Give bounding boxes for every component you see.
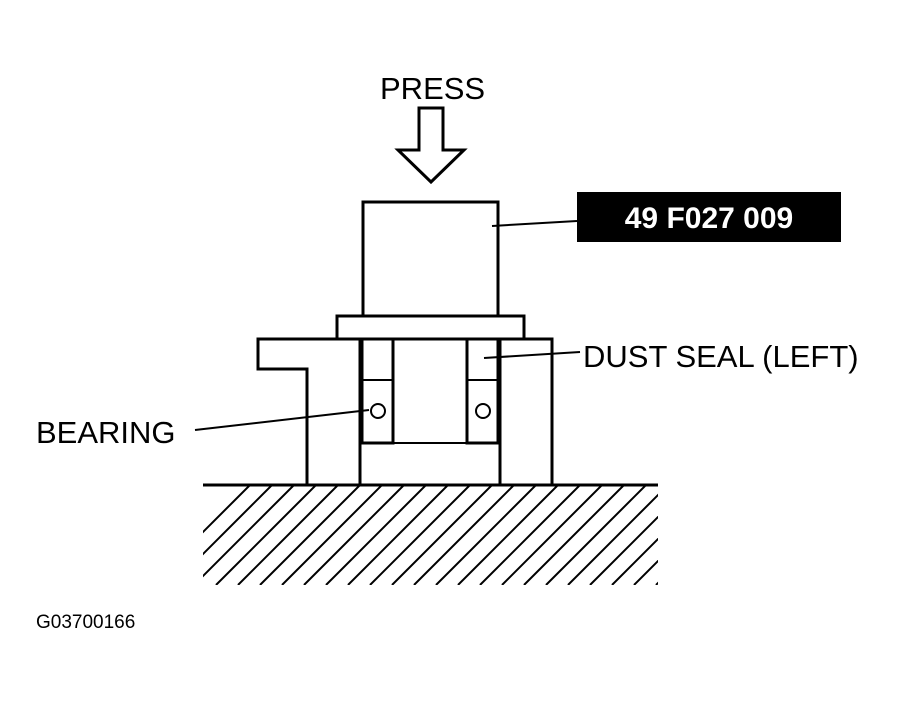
- hatch-line: [810, 485, 909, 585]
- hatch-line: [722, 485, 822, 585]
- hatch-line: [413, 485, 515, 585]
- hatch-line: [788, 485, 888, 585]
- bearing-ball-left: [370, 403, 386, 419]
- tool-number-tag: 49 F027 009: [577, 192, 841, 242]
- hatch-line: [325, 485, 427, 585]
- bearing-label: BEARING: [36, 415, 176, 450]
- tool-number-box: [577, 192, 841, 242]
- hatch-line: [391, 485, 493, 585]
- hatch-line: [369, 485, 471, 585]
- bearing-ball-right: [475, 403, 491, 419]
- hatch-line: [832, 485, 909, 585]
- bearing-race-left: [360, 337, 395, 445]
- hatch-line: [259, 485, 361, 585]
- dust-seal-leader-line: [483, 351, 581, 359]
- hatch-line: [203, 485, 273, 556]
- hatch-line: [766, 485, 866, 585]
- hatch-line: [898, 485, 909, 585]
- dust-seal-label: DUST SEAL (LEFT): [583, 339, 859, 374]
- hatch-line: [567, 493, 658, 585]
- tool-leader-line: [491, 220, 578, 227]
- hatch-line: [700, 485, 800, 585]
- bearing-race-right: [465, 337, 500, 445]
- bearing-leader-line: [194, 409, 370, 431]
- tool-upper-block: [361, 200, 500, 318]
- hatch-line: [655, 581, 658, 585]
- tool-flange-plate: [335, 314, 526, 341]
- hatch-line: [876, 485, 909, 585]
- hatch-line: [633, 559, 658, 585]
- hatch-line: [501, 485, 603, 585]
- hatch-line: [854, 485, 909, 585]
- hatch-line: [545, 485, 647, 585]
- hatch-line: [678, 485, 778, 585]
- knuckle-housing: [256, 337, 554, 487]
- bearing-section-left: [360, 337, 395, 445]
- hatch-line: [347, 485, 449, 585]
- tool-number-label: 49 F027 009: [625, 202, 793, 235]
- figure-reference: G03700166: [36, 612, 135, 633]
- press-arrow-icon: [394, 106, 468, 185]
- hatch-line: [457, 485, 559, 585]
- hatch-line: [589, 515, 658, 585]
- hatch-line: [435, 485, 537, 585]
- hatch-line: [203, 485, 251, 534]
- hatch-line: [303, 485, 405, 585]
- bearing-section-right: [465, 337, 500, 445]
- hatch-line: [203, 485, 295, 578]
- press-label: PRESS: [380, 71, 485, 106]
- hatch-line: [237, 485, 339, 585]
- hatch-line: [611, 537, 658, 585]
- hatch-line: [744, 485, 844, 585]
- hatch-line: [479, 485, 581, 585]
- ground-hatching: [203, 485, 909, 585]
- hatch-line: [281, 485, 383, 585]
- hatch-line: [523, 485, 625, 585]
- hatch-line: [215, 485, 317, 585]
